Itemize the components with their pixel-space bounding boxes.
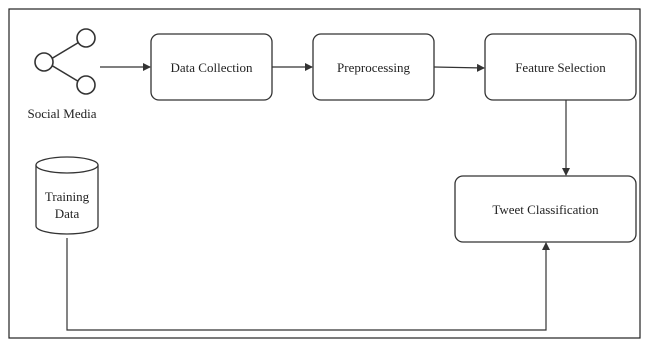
data-collection-node: Data Collection: [150, 33, 273, 101]
social-media-share-icon: [34, 28, 96, 95]
preprocessing-node: Preprocessing: [312, 33, 435, 101]
training-data-label-line2: Data: [55, 206, 80, 221]
training-data-label-line1: Training: [45, 189, 90, 204]
edge-training-data-to-tweet-classification: [66, 238, 550, 331]
tweet-classification-label: Tweet Classification: [492, 202, 599, 217]
outer-frame: [8, 8, 641, 339]
feature-selection-node: Feature Selection: [484, 33, 637, 101]
data-collection-label: Data Collection: [171, 60, 253, 75]
tweet-classification-node: Tweet Classification: [454, 175, 637, 243]
feature-selection-label: Feature Selection: [515, 60, 606, 75]
edge-preprocessing-to-feature-selection: [433, 63, 485, 72]
feature-selection-box: [484, 33, 637, 101]
preprocessing-label: Preprocessing: [337, 60, 410, 75]
social-media-label: Social Media: [28, 106, 97, 121]
training-data-database-icon: Training Data: [35, 156, 99, 235]
